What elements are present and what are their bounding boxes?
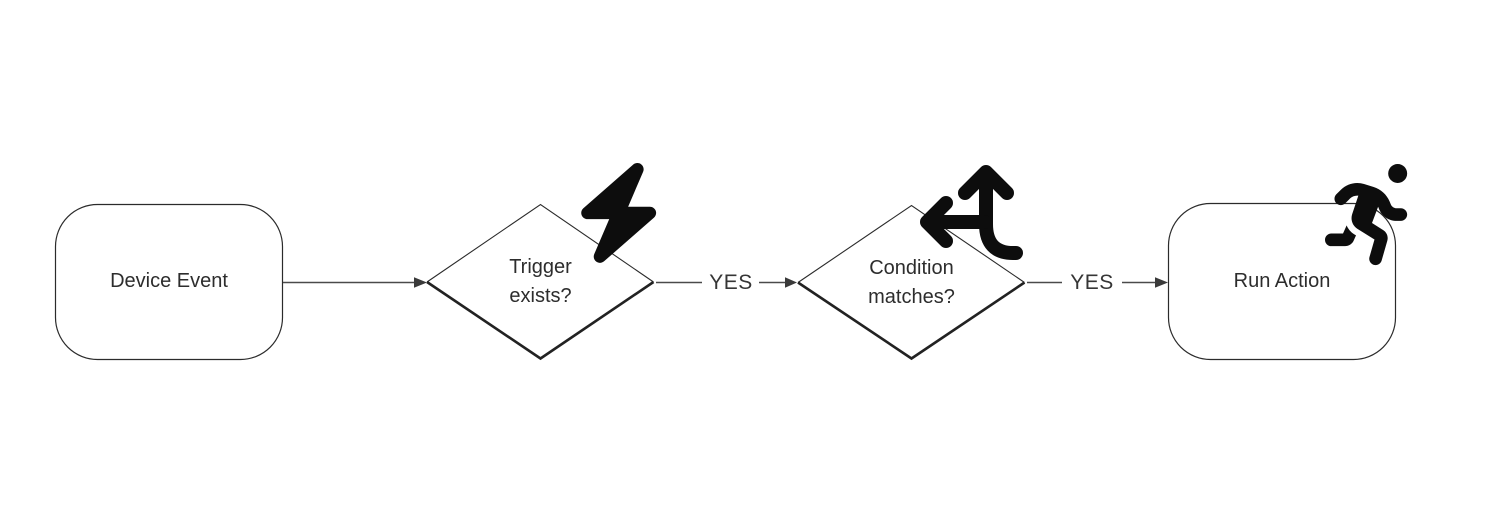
edge-device-event-to-trigger (283, 277, 427, 288)
node-device-event (54, 203, 284, 361)
edge-trigger-to-condition (656, 277, 797, 288)
lightning-bolt-icon (581, 162, 657, 263)
person-running-icon (1325, 164, 1408, 266)
arrowhead-icon (414, 277, 427, 288)
arrowhead-icon (1155, 277, 1168, 288)
node-condition-matches (797, 204, 1026, 361)
edge-condition-to-run-action (1027, 277, 1168, 288)
node-trigger-exists (426, 203, 655, 361)
arrowhead-icon (785, 277, 797, 288)
split-arrows-icon (920, 165, 1023, 260)
